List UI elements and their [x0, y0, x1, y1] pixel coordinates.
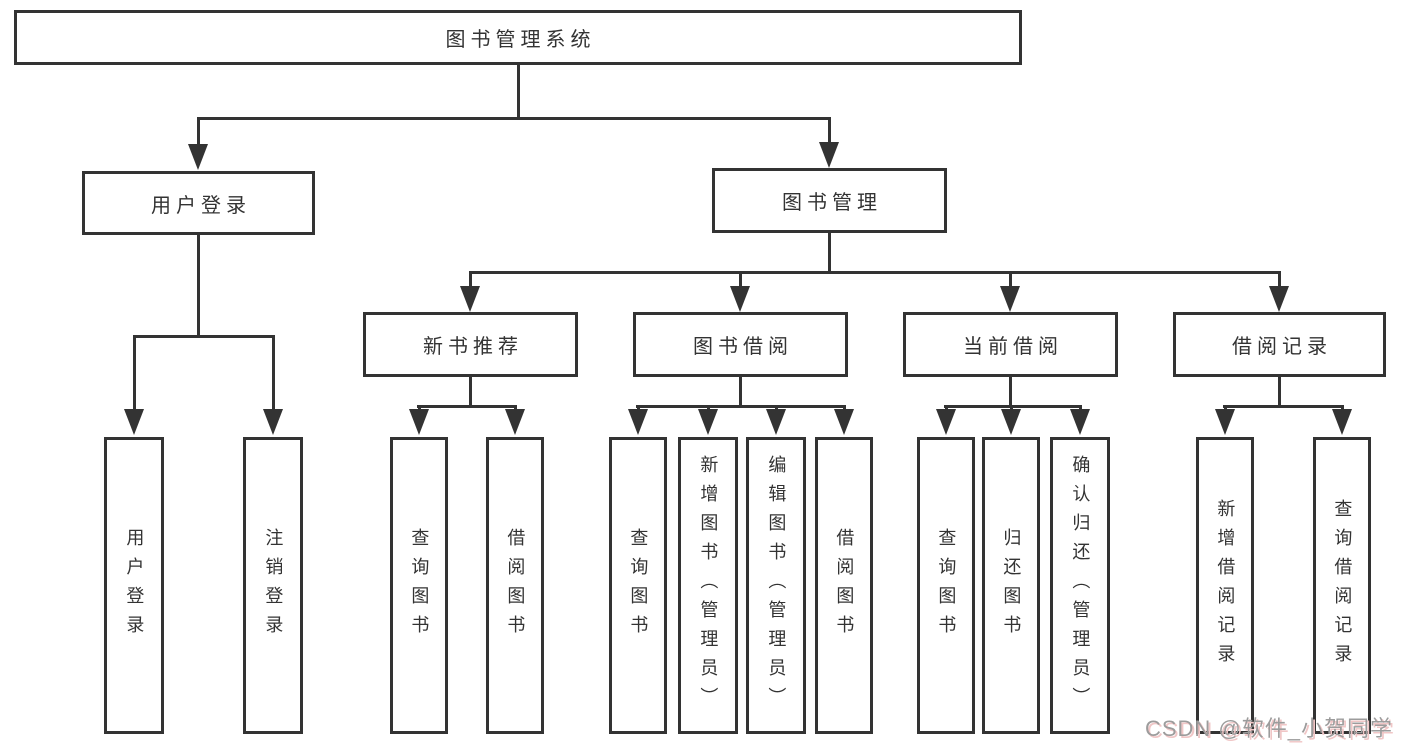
arrowhead-leaf	[409, 409, 429, 435]
edge-new-book-bus	[417, 405, 517, 408]
node-user-login: 用户登录	[82, 171, 315, 235]
leaf-return-books: 归还图书	[982, 437, 1040, 734]
node-label: 归还图书	[1001, 527, 1022, 644]
leaf-user-login: 用户登录	[104, 437, 164, 734]
edge-shaft-leaf-login	[133, 335, 136, 411]
edge-shaft-current-borrow	[1009, 271, 1012, 288]
node-label: 用户登录	[151, 194, 251, 217]
edge-book-borrow-bus	[636, 405, 846, 408]
node-label: 查询图书	[936, 527, 957, 644]
arrowhead-leaf	[766, 409, 786, 435]
node-label: 新增借阅记录	[1215, 498, 1236, 673]
arrowhead-leaf	[698, 409, 718, 435]
arrowhead-user-login	[188, 144, 208, 170]
edge-borrow-records-bus	[1223, 405, 1344, 408]
edge-current-borrow-stem	[1009, 377, 1012, 408]
edge-shaft-leaf-logout	[272, 335, 275, 411]
arrowhead-new-book	[460, 286, 480, 312]
leaf-confirm-return-admin: 确认归还（管理员）	[1050, 437, 1110, 734]
node-label: 新增图书（管理员）	[698, 455, 719, 716]
arrowhead-current-borrow	[1000, 286, 1020, 312]
leaf-query-books-current: 查询图书	[917, 437, 975, 734]
node-book-management: 图书管理	[712, 168, 947, 233]
node-label: 图书借阅	[693, 336, 793, 358]
edge-root-stem	[517, 65, 520, 119]
node-label: 图书管理	[782, 192, 882, 214]
node-label: 编辑图书（管理员）	[766, 455, 787, 716]
node-label: 图书管理系统	[445, 29, 596, 51]
node-label: 借阅记录	[1232, 336, 1332, 358]
leaf-add-borrow-record: 新增借阅记录	[1196, 437, 1254, 734]
node-label: 查询图书	[628, 527, 649, 644]
node-library-management-system: 图书管理系统	[14, 10, 1022, 65]
node-label: 借阅图书	[834, 527, 855, 644]
leaf-logout: 注销登录	[243, 437, 303, 734]
node-label: 新书推荐	[423, 336, 523, 358]
edge-shaft-book-mgmt	[828, 117, 831, 144]
node-borrowing-records: 借阅记录	[1173, 312, 1386, 377]
arrowhead-leaf	[936, 409, 956, 435]
node-new-book-recommendation: 新书推荐	[363, 312, 578, 377]
leaf-borrow-books: 借阅图书	[815, 437, 873, 734]
arrowhead-leaf	[628, 409, 648, 435]
leaf-query-books-borrowing: 查询图书	[609, 437, 667, 734]
node-label: 注销登录	[263, 527, 284, 644]
edge-user-login-bus	[133, 335, 274, 338]
leaf-edit-books-admin: 编辑图书（管理员）	[746, 437, 806, 734]
leaf-borrow-books-recommend: 借阅图书	[486, 437, 544, 734]
arrowhead-leaf	[1001, 409, 1021, 435]
leaf-add-books-admin: 新增图书（管理员）	[678, 437, 738, 734]
arrowhead-leaf-logout	[263, 409, 283, 435]
edge-book-borrow-stem	[739, 377, 742, 408]
edge-shaft-user-login	[197, 117, 200, 146]
edge-borrow-records-stem	[1278, 377, 1281, 408]
node-label: 用户登录	[124, 527, 145, 644]
arrowhead-leaf	[1332, 409, 1352, 435]
leaf-query-books-recommend: 查询图书	[390, 437, 448, 734]
arrowhead-leaf-login	[124, 409, 144, 435]
arrowhead-leaf	[1215, 409, 1235, 435]
edge-level1-bus	[197, 117, 831, 120]
arrowhead-leaf	[505, 409, 525, 435]
node-current-borrowing: 当前借阅	[903, 312, 1118, 377]
edge-shaft-borrow-records	[1278, 271, 1281, 288]
leaf-query-borrow-record: 查询借阅记录	[1313, 437, 1371, 734]
arrowhead-book-mgmt	[819, 142, 839, 168]
node-label: 借阅图书	[505, 527, 526, 644]
edge-book-mgmt-stem	[828, 233, 831, 274]
node-label: 当前借阅	[963, 336, 1063, 358]
node-book-borrowing: 图书借阅	[633, 312, 848, 377]
edge-level2-bus	[469, 271, 1281, 274]
edge-user-login-stem	[197, 234, 200, 337]
arrowhead-borrow-records	[1269, 286, 1289, 312]
arrowhead-book-borrow	[730, 286, 750, 312]
node-label: 查询借阅记录	[1332, 498, 1353, 673]
csdn-watermark: CSDN @软件_小贺同学	[1144, 716, 1393, 741]
arrowhead-leaf	[834, 409, 854, 435]
edge-current-borrow-bus	[944, 405, 1082, 408]
edge-shaft-new-book	[469, 271, 472, 288]
edge-new-book-stem	[469, 377, 472, 408]
node-label: 确认归还（管理员）	[1070, 455, 1091, 716]
arrowhead-leaf	[1070, 409, 1090, 435]
node-label: 查询图书	[409, 527, 430, 644]
edge-shaft-book-borrow	[739, 271, 742, 288]
